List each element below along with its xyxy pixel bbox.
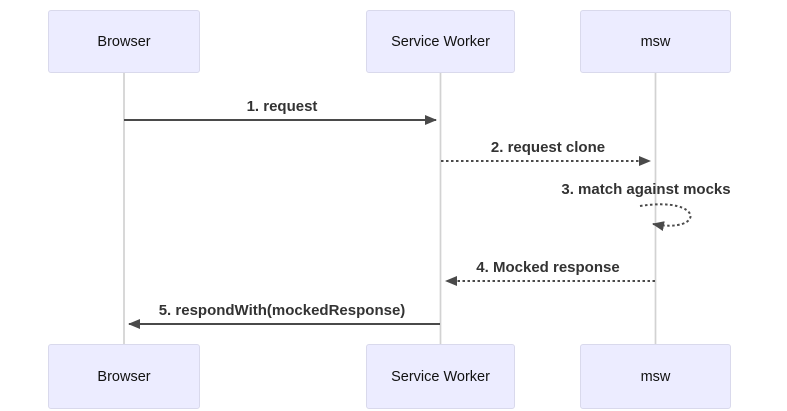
actor-box-browser-bottom: Browser (48, 344, 200, 409)
message-5-label: 5. respondWith(mockedResponse) (158, 302, 406, 319)
message-4-label: 4. Mocked response (476, 259, 620, 276)
actor-box-service-worker-bottom: Service Worker (366, 344, 515, 409)
actor-label-browser-bottom: Browser (97, 368, 151, 385)
actor-label-browser-top: Browser (97, 33, 151, 50)
message-3-label: 3. match against mocks (561, 181, 731, 198)
actor-label-service-worker-bottom: Service Worker (391, 368, 490, 385)
actor-label-msw-top: msw (640, 33, 671, 50)
message-1-label: 1. request (246, 98, 318, 115)
message-2-label: 2. request clone (490, 139, 606, 156)
actor-label-msw-bottom: msw (640, 368, 671, 385)
message-3-self-loop-arrow (639, 203, 692, 231)
actor-box-browser-top: Browser (48, 10, 200, 73)
actor-box-service-worker-top: Service Worker (366, 10, 515, 73)
actor-label-service-worker-top: Service Worker (391, 33, 490, 50)
actor-box-msw-bottom: msw (580, 344, 731, 409)
actor-box-msw-top: msw (580, 10, 731, 73)
